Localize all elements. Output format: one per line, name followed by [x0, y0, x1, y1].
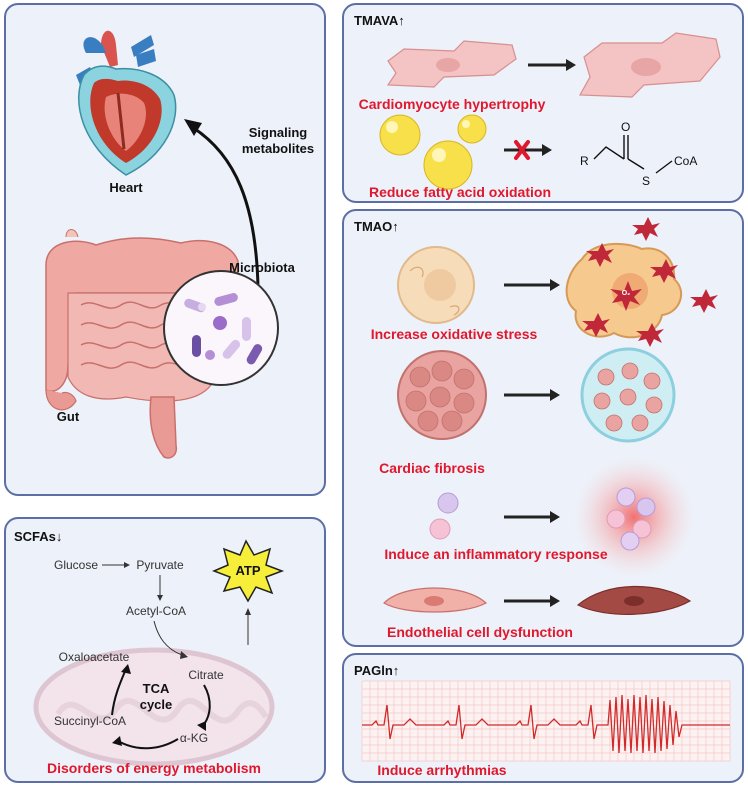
microbiota-label: Microbiota — [229, 260, 295, 275]
cardiomyocyte-normal-icon — [386, 40, 517, 88]
mitochondrion-icon — [33, 647, 275, 767]
tca-label-line2: cycle — [140, 697, 173, 712]
scfa-header: SCFAs↓ — [14, 529, 62, 544]
fat-droplets-icon — [379, 114, 487, 190]
tmava-header: TMAVA↑ — [354, 13, 405, 28]
acetyl-to-citrate-arrowhead — [180, 651, 188, 659]
fatty-acid-arrowhead — [542, 144, 552, 156]
inflammation-arrowhead — [550, 511, 560, 523]
oxidative-arrowhead — [550, 279, 560, 291]
endothelial-dysfunction-icon — [576, 585, 692, 615]
hypertrophy-arrowhead — [566, 59, 576, 71]
signaling-arrow — [191, 125, 260, 288]
o2-burst-icons — [582, 217, 718, 347]
o2-label: O₂ — [622, 290, 631, 297]
glucose-label: Glucose — [54, 558, 98, 572]
signaling-label-line2: metabolites — [242, 141, 314, 156]
oxaloacetate-label: Oxaloacetate — [59, 650, 130, 664]
block-x-icon — [514, 140, 530, 160]
citrate-label: Citrate — [188, 668, 224, 682]
tca-label-line1: TCA — [143, 681, 170, 696]
svg-text:CoA: CoA — [674, 154, 697, 168]
gut-heart-panel: Heart Signaling metabolites Gut Microbio… — [4, 3, 326, 496]
cardiomyocyte-hypertrophy-icon — [579, 32, 721, 98]
tmava-effect2: Reduce fatty acid oxidation — [369, 184, 551, 200]
atp-arrowhead — [245, 608, 251, 615]
tmava-panel: TMAVA↑ Cardiomyocyte hypertrophy R O S C… — [342, 3, 744, 203]
heart-label: Heart — [109, 180, 143, 195]
endothelial-normal-icon — [383, 587, 488, 613]
acetyl-to-citrate-arrow — [153, 620, 183, 656]
atp-burst-icon — [211, 539, 285, 603]
succinyl-coa-label: Succinyl-CoA — [54, 714, 126, 728]
fibrosis-arrowhead — [550, 389, 560, 401]
svg-text:R: R — [580, 154, 589, 168]
signaling-label-line1: Signaling — [249, 125, 308, 140]
tmao-effect2: Cardiac fibrosis — [379, 460, 485, 476]
microbiota-magnifier — [163, 270, 279, 386]
immune-cells-normal-icon — [429, 492, 459, 540]
alpha-kg-label: α-KG — [180, 731, 208, 745]
fibrotic-tissue-icon — [580, 347, 676, 443]
tca-arrowhead-1 — [197, 721, 206, 731]
pagln-header: PAGln↑ — [354, 663, 399, 678]
tca-arrowhead-3 — [121, 664, 131, 674]
pyruvate-arrowhead — [157, 595, 163, 601]
gut-label: Gut — [57, 409, 80, 424]
scfa-panel: SCFAs↓ Glucose Pyruvate Acetyl-CoA ATP O… — [4, 517, 326, 783]
svg-text:S: S — [642, 174, 650, 188]
tmao-effect1: Increase oxidative stress — [371, 326, 538, 342]
signaling-arrowhead — [184, 119, 202, 136]
glucose-arrowhead — [124, 562, 130, 568]
tmao-header: TMAO↑ — [354, 219, 399, 234]
pagln-effect: Induce arrhythmias — [377, 762, 506, 778]
tmao-diagram: TMAO↑ O₂ Increase oxidative stress — [354, 217, 718, 640]
endothelial-arrowhead — [550, 595, 560, 607]
pagln-panel: PAGln↑ Induce arrhythmias — [342, 653, 744, 783]
tmava-effect1: Cardiomyocyte hypertrophy — [359, 96, 546, 112]
tmao-panel: TMAO↑ O₂ Increase oxidative stress — [342, 209, 744, 647]
heart-icon — [76, 30, 177, 176]
scfa-outcome: Disorders of energy metabolism — [47, 760, 261, 776]
normal-cell-icon — [397, 246, 475, 324]
normal-tissue-icon — [397, 350, 487, 440]
tmava-diagram: TMAVA↑ Cardiomyocyte hypertrophy R O S C… — [354, 13, 721, 200]
pyruvate-label: Pyruvate — [136, 558, 184, 572]
tca-arrowhead-2 — [112, 736, 122, 746]
ecg-trace — [362, 694, 730, 754]
inflamed-cells-icon — [574, 457, 694, 577]
atp-label: ATP — [235, 563, 260, 578]
tmao-effect4: Endothelial cell dysfunction — [387, 624, 573, 640]
tmao-effect3: Induce an inflammatory response — [384, 546, 607, 562]
acyl-coa-structure: R O S CoA — [580, 120, 697, 188]
scfa-diagram: SCFAs↓ Glucose Pyruvate Acetyl-CoA ATP O… — [14, 529, 285, 776]
pagln-diagram: PAGln↑ Induce arrhythmias — [354, 663, 731, 778]
svg-text:O: O — [621, 120, 630, 134]
acetyl-coa-label: Acetyl-CoA — [126, 604, 186, 618]
gut-heart-diagram: Heart Signaling metabolites Gut Microbio… — [45, 30, 314, 459]
